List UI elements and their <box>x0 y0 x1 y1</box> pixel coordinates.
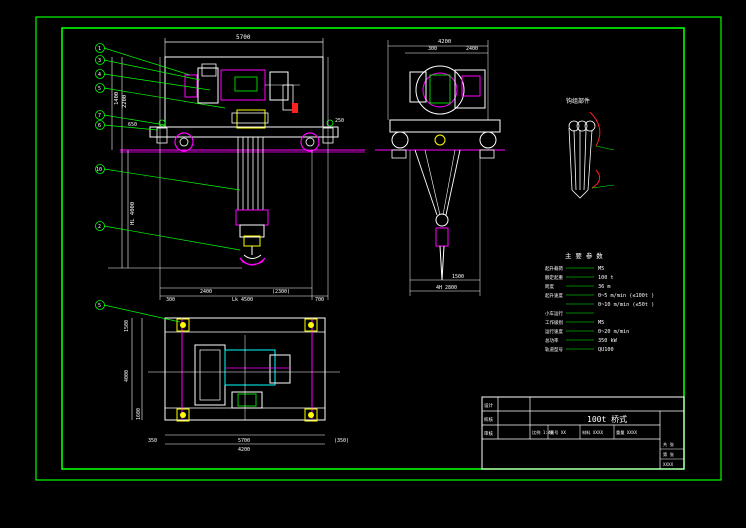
spec-label: 轨道型号 <box>545 346 563 353</box>
spec-value: 350 kW <box>598 338 618 344</box>
plan-view: 5700 4200 1500 4000 1600 350 (350) 5 <box>95 300 349 453</box>
plan-dim-left-3: 1600 <box>136 408 142 420</box>
balloon-5: 5 <box>98 86 101 92</box>
front-dim-bottom-5: 700 <box>315 297 324 303</box>
balloon-1: 1 <box>98 46 101 52</box>
outer-frame <box>35 16 722 481</box>
spec-label: 起升速度 <box>545 292 563 299</box>
balloon-6: 6 <box>98 123 101 129</box>
balloon-10: 10 <box>96 167 102 173</box>
main-parameters: 主 要 参 数 <box>565 251 603 260</box>
front-dim-bottom-4: (2300) <box>272 289 290 295</box>
spec-value: 36 m <box>598 284 611 290</box>
tb-right-2: 第 张 <box>663 451 675 458</box>
plan-dim-left-2: 4000 <box>124 370 130 382</box>
hook-detail: 钩组部件 <box>566 97 615 199</box>
balloon-3: 3 <box>98 58 101 64</box>
spec-value: 0~5 m/min (≤100t ) <box>598 293 654 299</box>
side-dim-top-2: 300 <box>428 46 437 52</box>
spec-value: QU100 <box>598 347 614 353</box>
balloon-7: 7 <box>98 113 101 119</box>
spec-value: 100 t <box>598 275 614 281</box>
spec-label: 总功率 <box>545 337 559 344</box>
spec-label: 额定起重 <box>545 274 563 281</box>
front-dim-left-3: HL 4000 <box>130 202 136 225</box>
tb-row-design: 设计 <box>484 402 493 409</box>
front-dim-top: 5700 <box>236 34 251 41</box>
tb-cell-material: 材料 XXXX <box>582 429 603 436</box>
front-dim-right: 250 <box>335 118 344 124</box>
tb-cell-scale: 比例 1:40 <box>532 429 553 436</box>
spec-label: 运行速度 <box>545 328 563 335</box>
title-block: 100t 桥式 设计 校核 审核 比例 1:40 图号 XX 材料 XXXX 重… <box>481 396 685 470</box>
front-dim-bottom-1: 300 <box>166 297 175 303</box>
spec-label: 工作级别 <box>545 319 563 326</box>
balloon-2: 2 <box>98 224 101 230</box>
tb-right-1: 共 张 <box>663 441 675 448</box>
specs-heading: 主 要 参 数 <box>565 251 603 260</box>
balloon-4: 4 <box>98 72 101 78</box>
plan-balloon-5: 5 <box>98 303 101 309</box>
plan-dim-left-1: 1500 <box>124 320 130 332</box>
spec-value: 0~20 m/min <box>598 329 629 335</box>
front-view: 5 700 <box>95 34 365 303</box>
tb-cell-number: 图号 XX <box>550 430 566 436</box>
tb-row-check: 校核 <box>484 416 493 423</box>
front-dim-side: 650 <box>128 122 137 128</box>
tb-right-3: XXXX <box>663 462 674 467</box>
specs-table: 起升载荷 M5 额定起重 100 t 跨度 36 m 起升速度 0~5 m/min (≤100… <box>545 265 654 353</box>
front-dim-bottom-2: 2400 <box>200 289 212 295</box>
tb-cell-weight: 重量 XXXX <box>616 429 637 436</box>
spec-label: 小车运行 <box>545 310 563 317</box>
side-dim-top-3: 2400 <box>466 46 478 52</box>
plan-dim-bottom-2: 4200 <box>238 447 250 453</box>
tb-row-approve: 审核 <box>484 430 493 437</box>
spec-value: M5 <box>598 266 604 272</box>
front-dim-left-1: 1400 <box>114 92 120 105</box>
front-dim-left-2: 2200 <box>122 95 128 108</box>
spec-value: 0~10 m/min (≤50t ) <box>598 302 654 308</box>
side-view: 4200 300 2400 1500 4H 2800 <box>375 39 505 296</box>
spec-value: M5 <box>598 320 604 326</box>
detail-label: 钩组部件 <box>566 97 590 105</box>
spec-label: 起升载荷 <box>545 265 563 272</box>
plan-dim-lower-left: 350 <box>148 438 157 444</box>
side-dim-bottom-2: 4H 2800 <box>436 285 457 291</box>
inner-frame <box>61 27 685 470</box>
drawing-title: 100t 桥式 <box>587 414 627 424</box>
front-dim-bottom-3: Lk 4500 <box>232 297 253 303</box>
spec-label: 跨度 <box>545 283 554 290</box>
side-dim-top-1: 4200 <box>438 39 451 45</box>
side-dim-bottom-1: 1500 <box>452 274 464 280</box>
plan-dim-bottom-1: 5700 <box>238 438 250 444</box>
plan-dim-lower-right: (350) <box>334 438 349 444</box>
